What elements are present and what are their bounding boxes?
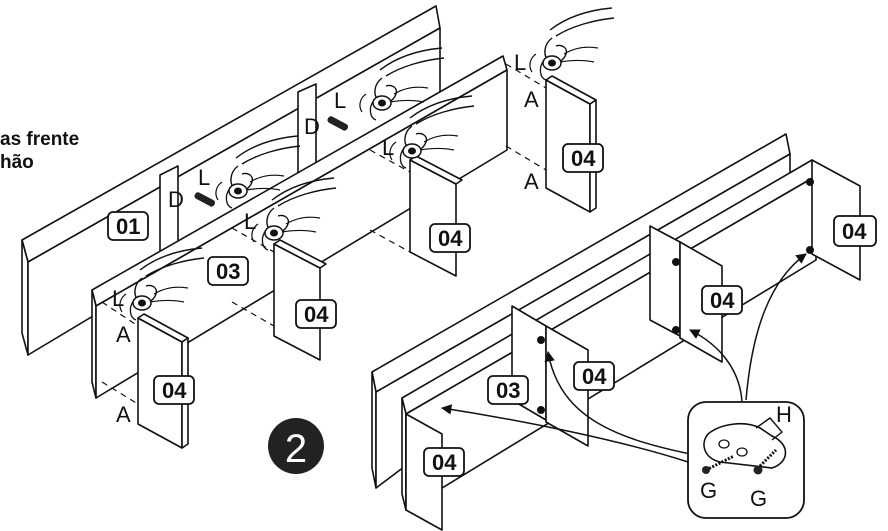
right-assembly [371,133,861,531]
label-L: L [514,50,526,75]
part-label-04: 04 [842,219,867,244]
bracket-icon [703,422,787,469]
label-A: A [524,169,539,194]
hardware-detail-inset: H G G [687,401,805,519]
bracket-icon [806,178,814,186]
panel-01-end [21,239,29,356]
instruction-line-2: hão [0,152,34,173]
part-label-04: 04 [571,146,596,171]
part-boxes-right: 04 04 04 03 04 [423,215,877,477]
label-L: L [112,286,124,311]
label-A: A [524,87,539,112]
brackets [537,178,814,414]
label-G: G [750,486,767,511]
part-label-04: 04 [162,378,187,403]
bracket-icon [537,406,545,414]
label-H: H [776,402,792,427]
label-L: L [198,165,210,190]
hand-screwdriver-icon [529,7,615,81]
label-L: L [244,209,256,234]
pointer-arrows [440,253,807,463]
part-label-03: 03 [216,259,240,284]
label-G: G [700,478,717,503]
dowel-icon [194,192,216,207]
bracket-icon [537,336,545,344]
part-label-03: 03 [496,378,520,403]
bracket-icon [806,246,814,254]
dowels [194,116,349,207]
label-A: A [116,402,131,427]
part-label-01: 01 [116,214,140,239]
instruction-line-1: as frente [0,129,80,150]
label-L: L [334,88,346,113]
part-label-04: 04 [304,302,329,327]
hardware-labels-left: L A A D L L D L L L A A [112,50,539,427]
part-label-04: 04 [432,450,457,475]
bracket-icon [672,326,680,334]
side-04-b-top [273,239,327,269]
right-divider-2 [649,225,681,337]
part-label-04: 04 [582,364,607,389]
label-L: L [382,135,394,160]
step-number: 2 [285,427,307,471]
label-D: D [168,187,184,212]
part-label-04: 04 [438,226,463,251]
right-side-04-mid [545,325,589,447]
dowel-icon [327,116,349,131]
screw-icon [753,448,778,475]
label-D: D [304,114,320,139]
label-A: A [116,322,131,347]
screw-icon [702,454,735,474]
step-badge: 2 [268,418,324,474]
part-label-04: 04 [710,288,735,313]
bracket-icon [672,258,680,266]
part-boxes-left: 01 03 04 04 04 04 [107,143,604,405]
